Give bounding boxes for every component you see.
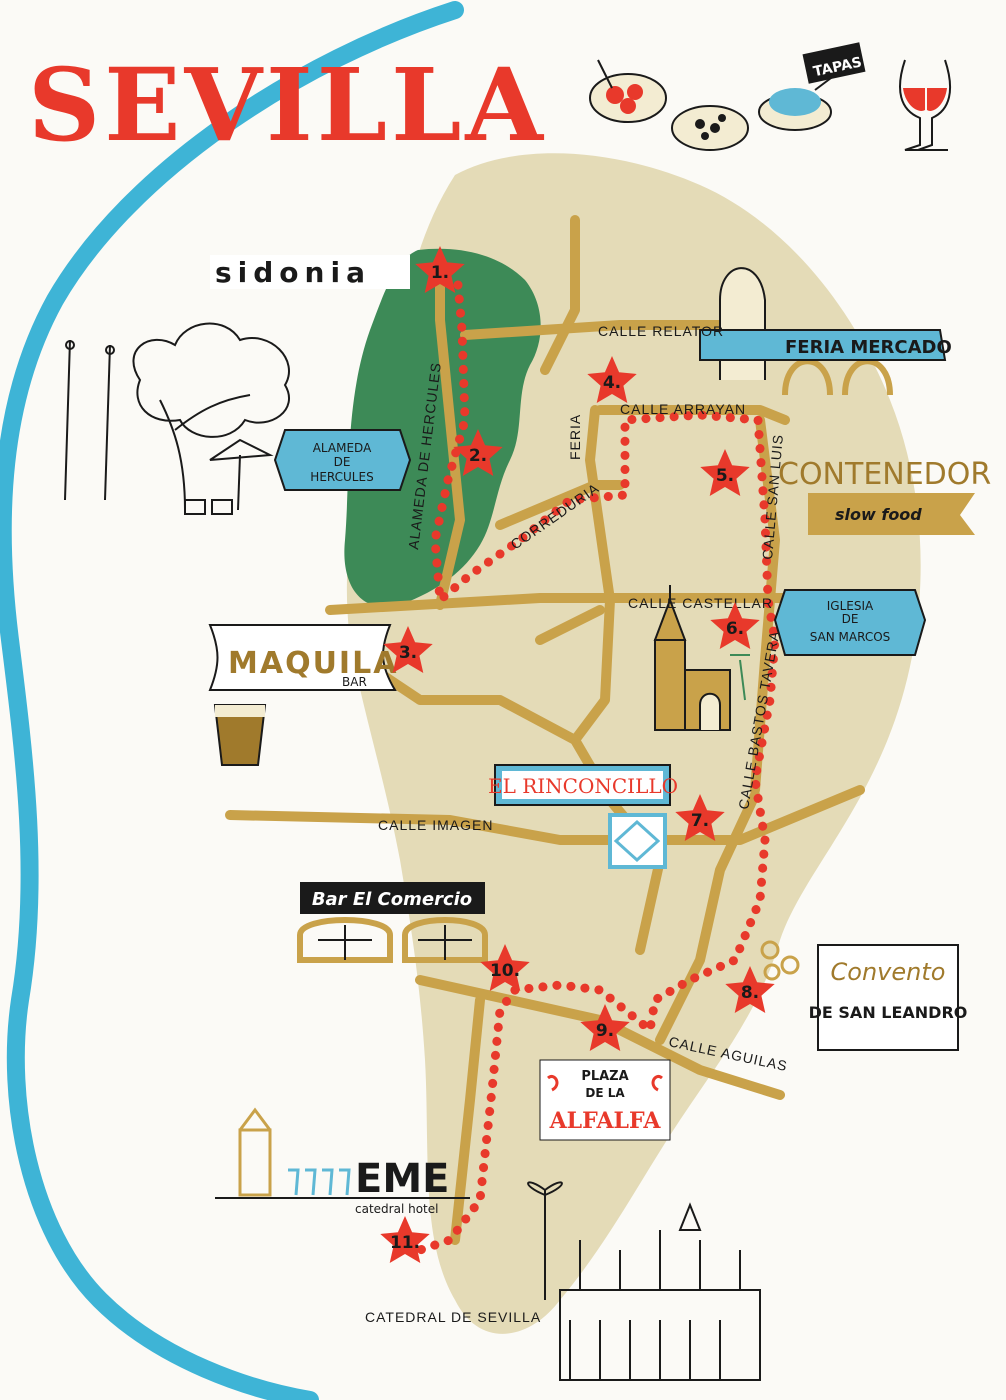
stop-star-2 [453, 429, 503, 476]
stop-number-7: 7. [691, 811, 709, 831]
eme-label: EME [355, 1156, 449, 1202]
stop-number-5: 5. [716, 466, 734, 486]
el-rinconcillo-label: EL RINCONCILLO [488, 774, 678, 798]
place-contenedor: CONTENEDOR slow food [778, 457, 991, 535]
tapas-route [415, 280, 780, 1255]
map-title: SEVILLA [28, 46, 547, 164]
place-iglesia-badge: IGLESIA DE SAN MARCOS [773, 589, 927, 656]
street-calle-imagen: CALLE IMAGEN [378, 817, 493, 833]
convento-label: Convento [831, 958, 946, 986]
sidonia-label: sidonia [215, 256, 371, 289]
street-feria: FERIA [567, 414, 583, 460]
river [0, 1, 464, 1400]
alfalfa-mid: DE LA [585, 1086, 625, 1100]
stop-star-4 [587, 356, 637, 403]
contenedor-label: CONTENEDOR [778, 457, 991, 492]
alfalfa-main: ALFALFA [549, 1108, 662, 1134]
place-alameda-badge: ALAMEDA DE HERCULES [273, 429, 412, 491]
place-maquila: MAQUILA BAR [208, 624, 398, 691]
street-calle-arrayan: CALLE ARRAYAN [620, 401, 746, 417]
stop-star-7 [675, 794, 725, 841]
maquila-label: MAQUILA [228, 646, 398, 681]
eme-sub: catedral hotel [355, 1202, 438, 1216]
stop-number-4: 4. [603, 373, 621, 393]
park-alameda [344, 248, 541, 608]
beer-glass-icon [213, 704, 267, 766]
place-eme-hotel: EME catedral hotel [215, 1107, 470, 1216]
cathedral-illustration [527, 1181, 761, 1381]
tapas-illustration: TAPAS [589, 42, 866, 151]
street-calle-relator: CALLE RELATOR [598, 323, 724, 339]
stop-number-6: 6. [726, 619, 744, 639]
place-el-rinconcillo: EL RINCONCILLO [488, 764, 678, 869]
stop-star-8 [725, 966, 775, 1013]
place-bar-el-comercio: Bar El Comercio [297, 882, 488, 963]
place-feria-mercado: FERIA MERCADO [699, 267, 952, 396]
bar-el-comercio-label: Bar El Comercio [312, 889, 472, 910]
contenedor-sub: slow food [835, 505, 922, 524]
feria-mercado-label: FERIA MERCADO [785, 337, 952, 358]
stop-number-2: 2. [469, 446, 487, 466]
stop-number-10: 10. [490, 961, 520, 981]
convento-sub: DE SAN LEANDRO [809, 1003, 968, 1022]
place-convento: Convento DE SAN LEANDRO [760, 940, 968, 1051]
iglesia-line-1: IGLESIA [827, 599, 874, 613]
stop-star-11 [380, 1216, 430, 1263]
place-sidonia: sidonia [210, 255, 410, 289]
iglesia-line-3: SAN MARCOS [810, 630, 891, 644]
church-illustration [653, 585, 750, 731]
street-network [225, 215, 865, 1245]
alfalfa-top: PLAZA [581, 1069, 628, 1084]
maquila-sub: BAR [342, 675, 367, 689]
stop-number-11: 11. [390, 1233, 420, 1253]
stop-number-9: 9. [596, 1021, 614, 1041]
tree-illustration [64, 322, 290, 515]
wine-glasses-icon [899, 59, 952, 151]
alameda-line-3: HERCULES [310, 470, 373, 484]
stop-star-5 [700, 449, 750, 496]
stop-star-3 [383, 626, 433, 673]
catedral-label: CATEDRAL DE SEVILLA [365, 1309, 541, 1325]
stop-number-1: 1. [431, 263, 449, 283]
stop-star-9 [580, 1004, 630, 1051]
stop-star-10 [480, 944, 530, 991]
stop-star-1 [415, 246, 465, 293]
stop-markers: 1. 2. 3. 4. 5. 6. 7. 8. 9. 10. 11. [380, 246, 775, 1263]
street-calle-castellar: CALLE CASTELLAR [628, 595, 773, 611]
stop-star-6 [710, 602, 760, 649]
alameda-line-2: DE [334, 455, 351, 469]
alameda-line-1: ALAMEDA [313, 441, 372, 455]
iglesia-line-2: DE [842, 612, 859, 626]
place-plaza-alfalfa: PLAZA DE LA ALFALFA [539, 1059, 671, 1141]
stop-number-3: 3. [399, 643, 417, 663]
stop-number-8: 8. [741, 983, 759, 1003]
